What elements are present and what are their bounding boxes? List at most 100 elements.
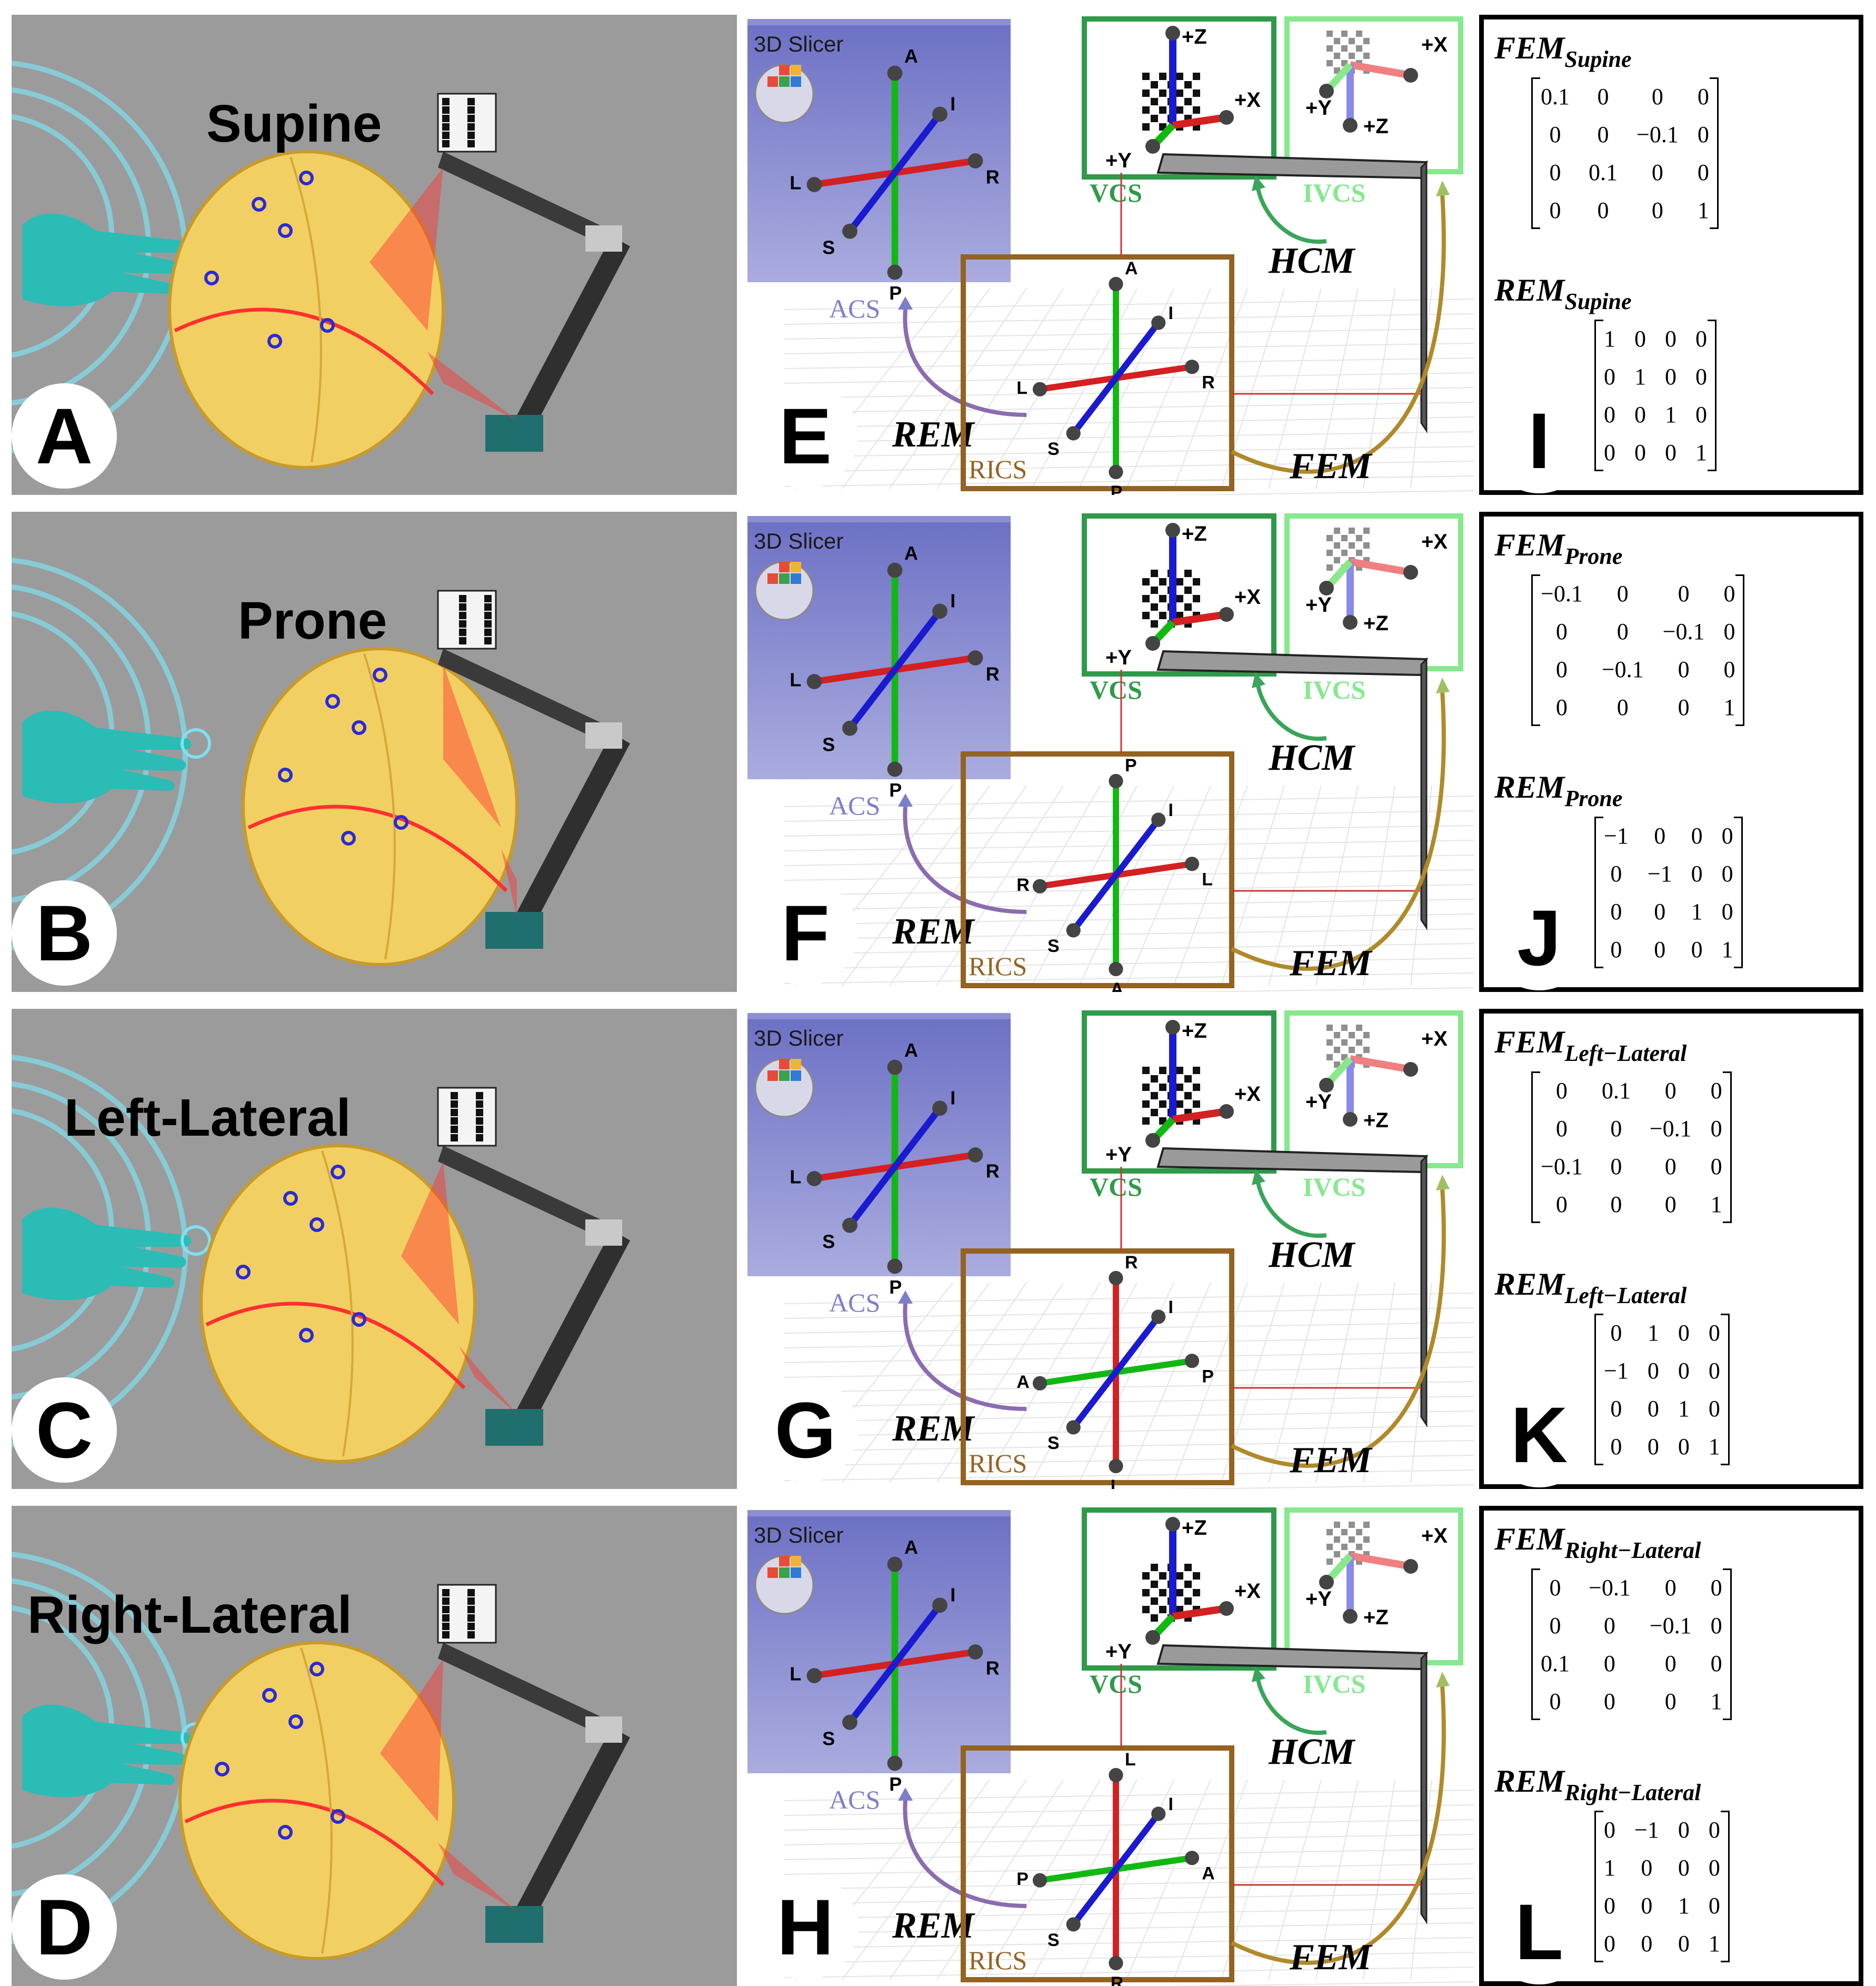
panel-letter: I xyxy=(1486,388,1592,493)
qr-marker-icon xyxy=(1326,31,1370,74)
axis-endpoint xyxy=(1109,464,1123,480)
axis-label-left: P xyxy=(1016,1869,1029,1889)
matrix-cell: 0 xyxy=(1604,1816,1615,1843)
axis-label-left: A xyxy=(1016,1372,1030,1392)
axis-endpoint xyxy=(967,650,983,666)
rem-subscript: Left−Lateral xyxy=(1564,1283,1687,1308)
matrix-cell: 0 xyxy=(1664,1650,1677,1676)
rics-frame xyxy=(961,254,1234,491)
landmark-marker xyxy=(204,271,219,285)
tracker-arm xyxy=(1156,650,1428,677)
axis-endpoint xyxy=(842,223,857,239)
slicer-logo-icon xyxy=(754,561,814,621)
axis-label-right: P xyxy=(1202,1367,1214,1387)
matrix-cell: 0 xyxy=(1695,363,1707,390)
matrix-cell: 0 xyxy=(1664,1688,1677,1714)
matrix-cell: 0 xyxy=(1604,363,1615,390)
landmark-marker xyxy=(299,1328,314,1343)
fem-title: FEMSupine xyxy=(1494,30,1632,72)
axis-endpoint xyxy=(1032,382,1047,396)
axis-endpoint xyxy=(1343,1112,1358,1127)
axis-endpoint xyxy=(1184,1354,1200,1368)
axis-endpoint xyxy=(1066,923,1081,938)
landmark-marker xyxy=(283,1191,298,1206)
axis-endpoint xyxy=(1109,1955,1123,1971)
matrix-cell: 0 xyxy=(1604,401,1615,428)
laser-line xyxy=(205,1302,466,1389)
matrix-cell: −1 xyxy=(1604,1357,1629,1384)
matrix-cell: 0 xyxy=(1647,1433,1659,1459)
axis-label-right: R xyxy=(986,166,1000,188)
matrix-cell: 0 xyxy=(1549,121,1561,147)
rem-title: REMSupine xyxy=(1494,272,1632,314)
acs-label: ACS xyxy=(829,294,880,323)
matrix-cell: 0 xyxy=(1678,1433,1690,1459)
matrix-cell: 1 xyxy=(1604,1854,1615,1881)
axis-endpoint xyxy=(932,603,947,619)
ivcs-axis-right: +X xyxy=(1421,530,1448,553)
depth-axis xyxy=(847,112,943,233)
matrix-cell: −0.1 xyxy=(1541,580,1583,607)
rics-label: RICS xyxy=(969,454,1027,484)
fem-label: FEM xyxy=(1289,1440,1373,1481)
axis-label-left: L xyxy=(790,172,801,194)
axis-endpoint xyxy=(967,153,983,168)
laser-cone xyxy=(438,1843,517,1911)
hcm-arrow xyxy=(1256,188,1327,244)
vcs-axis-up: +Z xyxy=(1182,1516,1207,1540)
matrix-cell: 0 xyxy=(1664,1574,1677,1601)
matrix-cell: 0 xyxy=(1597,197,1609,223)
axis-endpoint xyxy=(1109,1767,1123,1783)
matrix-cell: 0 xyxy=(1616,694,1629,720)
laser-cone xyxy=(459,1346,517,1414)
axis-endpoint xyxy=(1219,607,1234,622)
fem-arrow xyxy=(1231,193,1446,474)
axis-endpoint xyxy=(932,1597,947,1613)
axis-label-bottom: P xyxy=(1111,482,1123,495)
axis-endpoint xyxy=(887,1556,903,1572)
matrix-cell: 1 xyxy=(1634,363,1646,390)
matrix-cell: 0 xyxy=(1610,898,1622,925)
hand-icon xyxy=(22,710,211,803)
depth-axis xyxy=(847,609,943,730)
matrix-cell: 0.1 xyxy=(1589,159,1618,185)
matrix-cell: 0 xyxy=(1610,936,1622,962)
landmark-marker xyxy=(331,1809,345,1824)
vcs-axis-right: +X xyxy=(1234,1083,1261,1106)
fem-title: FEMProne xyxy=(1494,527,1622,569)
fem-label: FEM xyxy=(1289,1937,1373,1978)
matrix-cell: 0 xyxy=(1654,936,1666,962)
matrix-cell: 0 xyxy=(1604,439,1615,465)
axis-label-top: A xyxy=(904,542,918,564)
tracker-arm xyxy=(438,649,630,949)
rics-frame xyxy=(961,751,1234,988)
axis-label-diag_down: S xyxy=(822,236,835,258)
axis-label-diag_up: I xyxy=(950,1584,955,1606)
matrix-cell: 0 xyxy=(1604,1930,1615,1957)
matrix-cell: 0 xyxy=(1597,83,1609,110)
slicer-label: 3D Slicer xyxy=(754,32,843,56)
posture-title: Prone xyxy=(238,591,387,650)
axis-endpoint xyxy=(1219,1601,1234,1616)
axis-label-left: R xyxy=(1016,875,1030,895)
acs-label: ACS xyxy=(829,1288,880,1317)
slicer-view xyxy=(747,1013,1011,1276)
ivcs-label: IVCS xyxy=(1303,178,1365,207)
axis-label-bottom: R xyxy=(1111,1973,1124,1986)
slicer-label: 3D Slicer xyxy=(754,529,843,553)
axis-label-top: A xyxy=(904,45,918,67)
axis-endpoint xyxy=(1319,84,1334,98)
rem-name: REM xyxy=(1494,1267,1565,1302)
ivcs-axis-diag: +Y xyxy=(1305,593,1332,617)
axis-endpoint xyxy=(1066,1917,1081,1932)
axis-label-diag_up: I xyxy=(950,590,955,612)
fem-title: FEMRight−Lateral xyxy=(1494,1521,1701,1563)
axis-label-top: A xyxy=(1125,259,1138,279)
